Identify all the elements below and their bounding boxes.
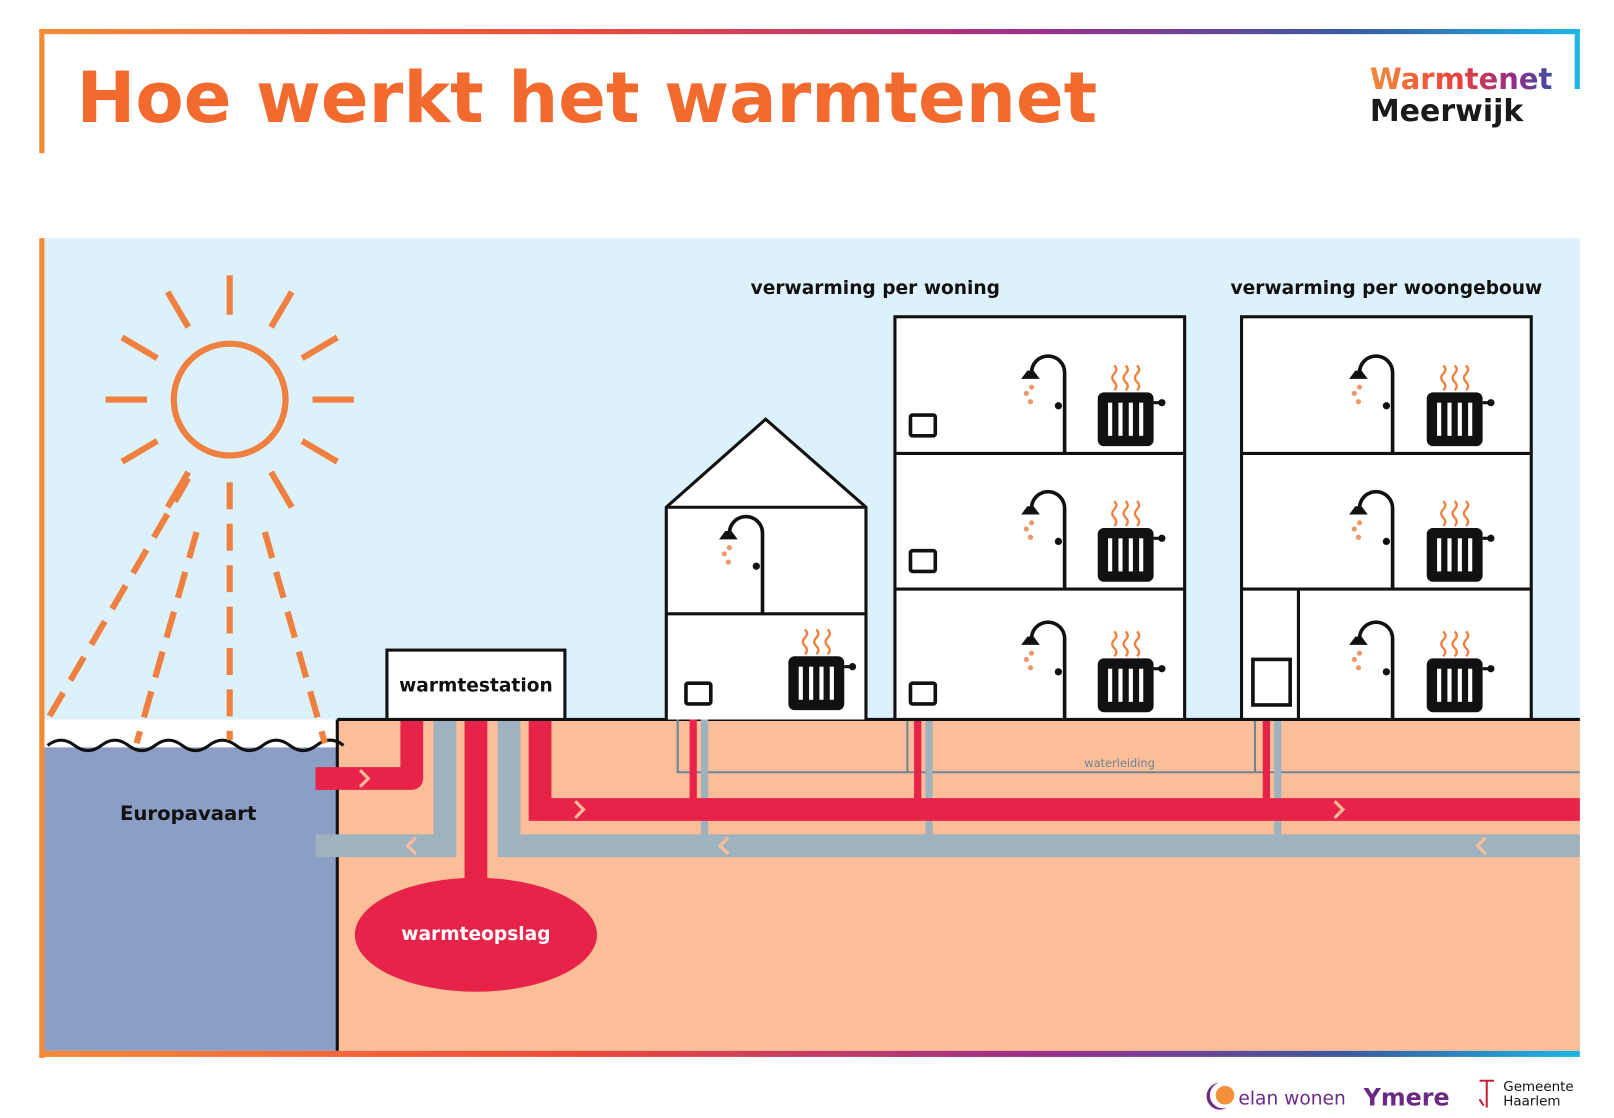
apartment-building-per-unit [893, 315, 1187, 722]
warmteopslag-label: warmteopslag [401, 924, 550, 945]
label-per-woning: verwarming per woning [751, 278, 1000, 299]
water-label: Europavaart [120, 802, 256, 825]
logo-line2: Meerwijk [1370, 94, 1525, 129]
logo-line1: Warmtenet [1370, 62, 1553, 96]
apartment-building-collective [1239, 315, 1533, 722]
frame-left [39, 238, 45, 1058]
partner-logos: elan wonen Ymere Gemeente Haarlem [1206, 1079, 1574, 1112]
partner-elan: elan wonen [1238, 1089, 1345, 1110]
collective-heat-unit-icon [1251, 657, 1292, 707]
warmteopslag-tank [354, 877, 597, 992]
label-per-woongebouw: verwarming per woongebouw [1231, 278, 1543, 299]
partner-haarlem: Haarlem [1503, 1095, 1560, 1110]
partner-gemeente: Gemeente [1503, 1080, 1573, 1095]
frame-top-line [39, 28, 1580, 35]
frame-left-top [39, 28, 45, 154]
heat-unit-icon [684, 681, 713, 706]
warmtestation-box [385, 648, 567, 722]
gemeente-haarlem-logo: Gemeente Haarlem [1478, 1079, 1574, 1110]
heat-unit-icon [908, 548, 938, 574]
ymere-logo: Ymere [1363, 1084, 1450, 1112]
logo-warmtenet-meerwijk: Warmtenet Meerwijk [1370, 62, 1553, 129]
elan-wonen-logo: elan wonen [1206, 1082, 1346, 1110]
house [664, 417, 868, 720]
page-title: Hoe werkt het warmtenet [77, 57, 1098, 139]
water-wave [46, 738, 345, 753]
sun-icon [44, 275, 354, 745]
heat-unit-icon [908, 413, 938, 438]
frame-right-top [1574, 28, 1580, 90]
water-europavaart [44, 747, 338, 1051]
frame-bottom-line [39, 1050, 1580, 1057]
water-line-label: waterleiding [1084, 756, 1155, 770]
warmtestation-label: warmtestation [399, 675, 553, 696]
heat-unit-icon [908, 681, 938, 706]
pipe-network: waterleiding [315, 434, 1580, 891]
